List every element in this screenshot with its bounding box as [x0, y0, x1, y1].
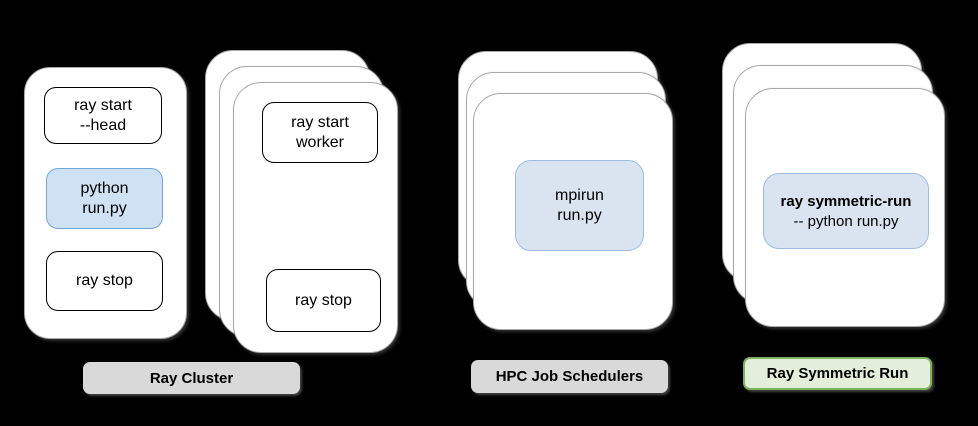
step-line: worker: [295, 133, 344, 151]
step-python-run: python run.py: [46, 168, 163, 229]
worker-node-card-front: ray start worker ray stop: [233, 82, 398, 353]
step-mpirun: mpirun run.py: [515, 160, 644, 251]
step-line: ray stop: [76, 272, 133, 289]
ray-cluster-label: Ray Cluster: [83, 362, 300, 394]
symmetric-node-card-front: ray symmetric-run -- python run.py: [745, 88, 945, 327]
step-line: ray start: [291, 113, 349, 131]
step-line: ray start: [74, 96, 132, 114]
step-line: run.py: [82, 199, 127, 217]
step-ray-start-worker: ray start worker: [262, 102, 378, 163]
step-ray-stop-head: ray stop: [46, 251, 163, 311]
step-symmetric-run: ray symmetric-run -- python run.py: [763, 173, 929, 249]
step-ray-start-head: ray start --head: [44, 87, 162, 144]
step-ray-stop-worker: ray stop: [266, 269, 381, 332]
hpc-node-card-front: mpirun run.py: [473, 93, 673, 330]
step-line: --head: [79, 116, 127, 134]
hpc-job-schedulers-label: HPC Job Schedulers: [471, 360, 668, 393]
step-line: run.py: [557, 206, 602, 224]
step-line: ray stop: [295, 291, 352, 309]
head-node-card: ray start --head python run.py ray stop: [24, 67, 187, 339]
ray-symmetric-run-label: Ray Symmetric Run: [743, 357, 932, 390]
step-line: -- python run.py: [793, 212, 899, 230]
step-line: python: [80, 179, 129, 197]
step-line: mpirun: [555, 186, 604, 204]
step-line: ray symmetric-run: [780, 192, 912, 210]
